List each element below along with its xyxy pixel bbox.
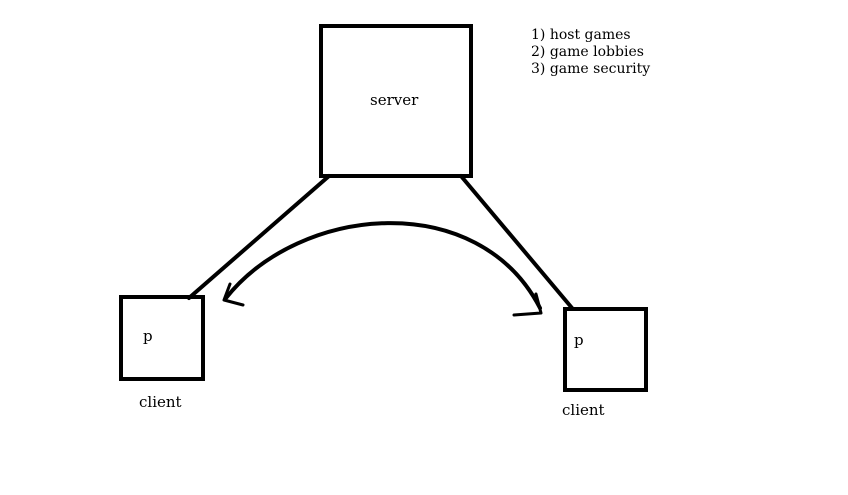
server-node — [319, 24, 473, 178]
right-client-marker: p — [574, 331, 584, 349]
feature-item: 3) game security — [531, 61, 651, 77]
server-label: server — [370, 91, 419, 109]
right-client-caption: client — [562, 401, 605, 419]
left-client-node — [119, 295, 205, 381]
right-arrowhead-icon — [512, 292, 543, 317]
feature-item: 2) game lobbies — [531, 44, 644, 60]
server-to-right-client-link — [459, 174, 574, 310]
left-arrowhead-icon — [222, 282, 245, 307]
server-feature-list: 1) host games 2) game lobbies 3) game se… — [531, 27, 650, 78]
server-to-left-client-link — [187, 174, 331, 300]
left-client-caption: client — [139, 393, 182, 411]
feature-item: 1) host games — [531, 27, 631, 43]
left-client-marker: p — [143, 327, 153, 345]
client-to-client-arc — [224, 221, 542, 310]
right-client-node — [563, 307, 648, 392]
